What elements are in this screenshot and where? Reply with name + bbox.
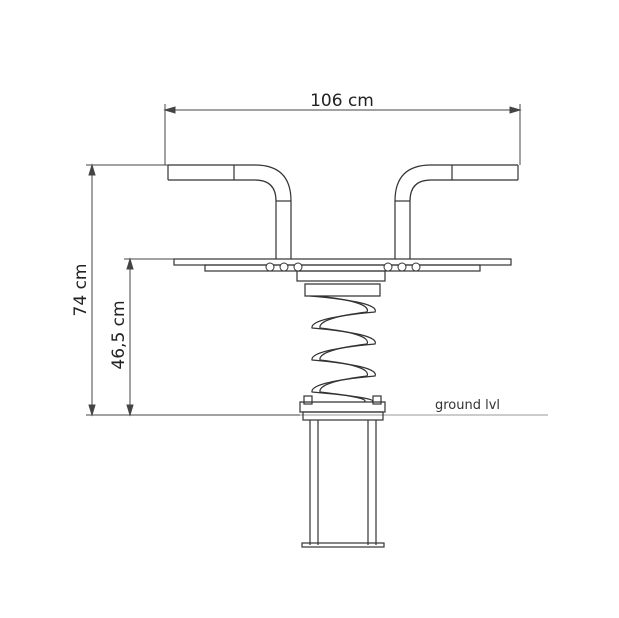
seat-height-dimension	[124, 257, 176, 417]
total-height-label: 74 cm	[71, 264, 91, 317]
width-dimension	[163, 104, 522, 165]
bolt-icon	[411, 262, 421, 272]
bolt-icon	[383, 262, 393, 272]
right-handle	[394, 164, 519, 259]
base-anchor	[301, 411, 385, 548]
total-height-dimension	[86, 163, 300, 417]
bolt-icon	[293, 262, 303, 272]
bolts	[265, 262, 421, 272]
bolt-icon	[265, 262, 275, 272]
seat-platform	[173, 258, 512, 282]
seat-height-label: 46,5 cm	[109, 300, 129, 369]
bolt-icon	[279, 262, 289, 272]
width-dimension-label: 106 cm	[310, 91, 374, 111]
left-handle	[167, 164, 292, 259]
ground-label: ground lvl	[435, 398, 500, 413]
bolt-icon	[397, 262, 407, 272]
spring	[299, 283, 386, 413]
